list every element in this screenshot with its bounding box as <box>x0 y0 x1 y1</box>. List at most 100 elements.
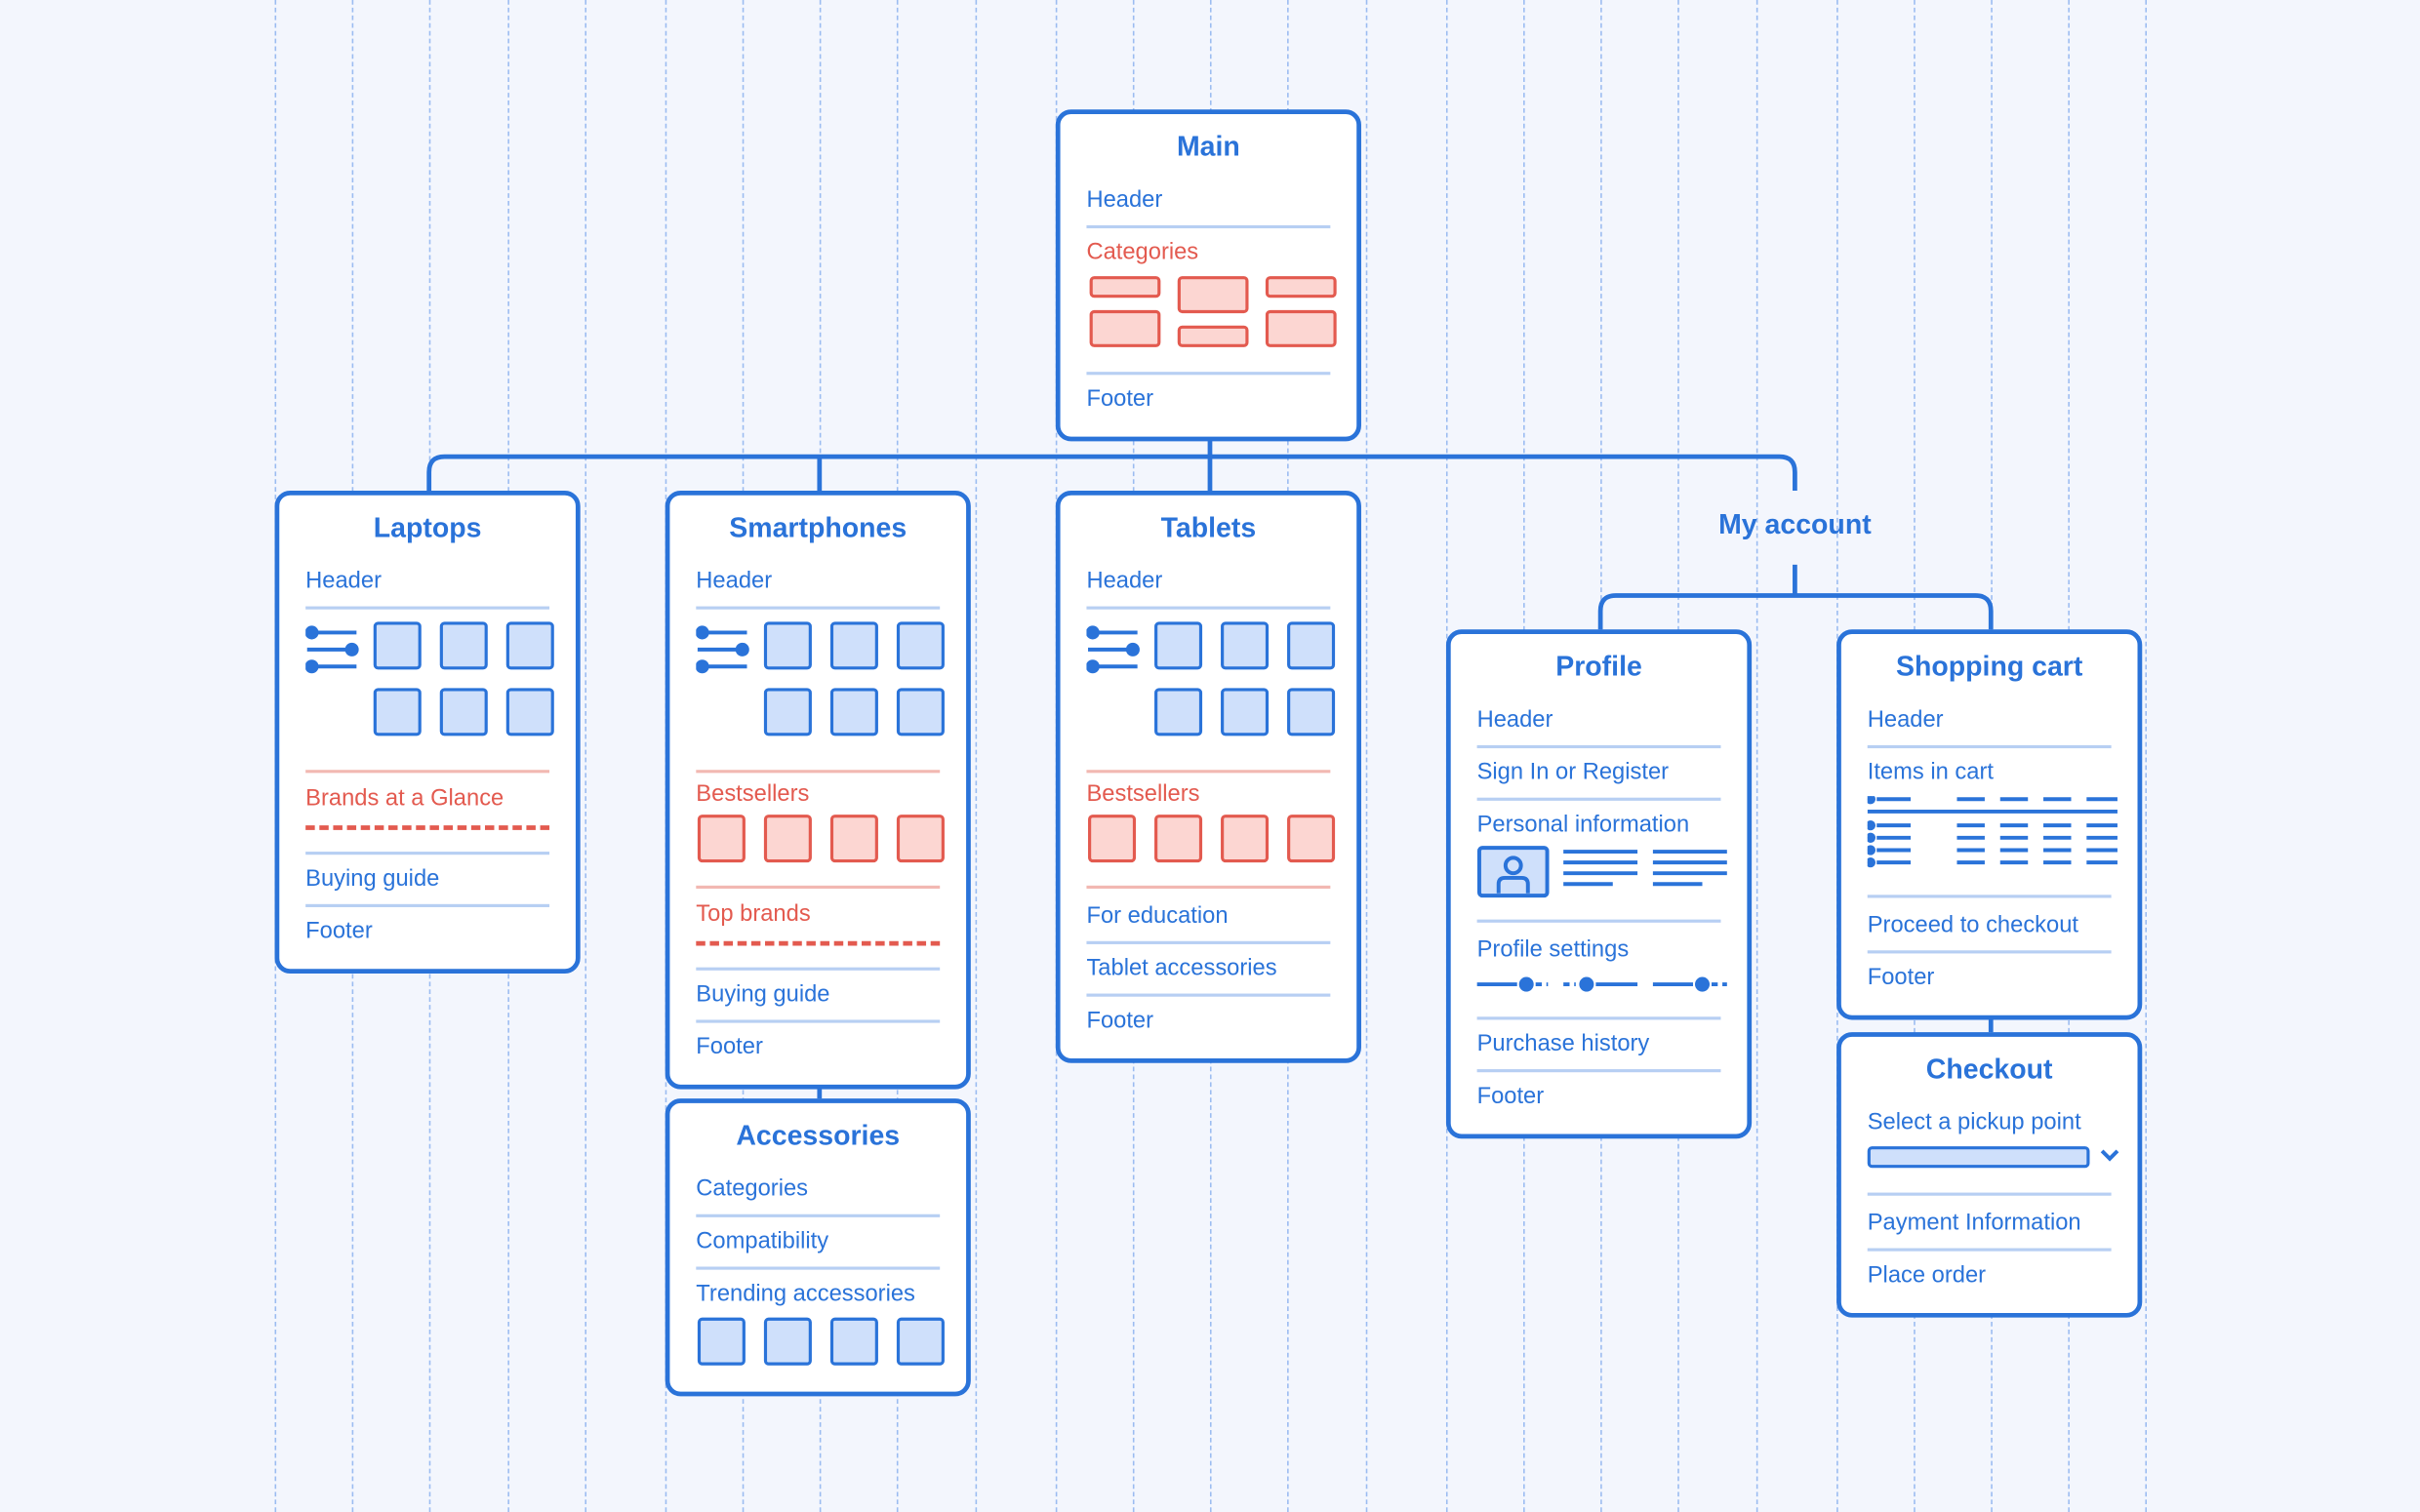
card-smartphones[interactable]: Smartphones Header Bestsellers <box>665 490 971 1090</box>
section-footer: Footer <box>696 1033 763 1060</box>
card-profile[interactable]: Profile Header Sign In or Register Perso… <box>1445 629 1753 1139</box>
card-shopping-cart[interactable]: Shopping cart Header Items in cart <box>1836 629 2143 1020</box>
card-accessories[interactable]: Accessories Categories Compatibility Tre… <box>665 1098 971 1397</box>
bestseller-tile <box>896 815 945 863</box>
section-brands: Brands at a Glance <box>305 785 504 812</box>
product-tile <box>373 688 422 736</box>
trending-tile <box>763 1317 812 1366</box>
section-compatibility: Compatibility <box>696 1217 941 1270</box>
user-avatar-icon <box>1476 846 1727 898</box>
section-header: Header <box>696 557 941 610</box>
product-tile <box>763 688 812 736</box>
section-tablet-accessories: Tablet accessories <box>1086 944 1331 997</box>
bestsellers-grid <box>696 815 945 890</box>
bestsellers-grid <box>1086 815 1336 890</box>
category-tile <box>1265 309 1337 347</box>
brands-section: Brands at a Glance <box>305 773 550 855</box>
section-payment: Payment Information <box>1867 1196 2112 1252</box>
card-main[interactable]: Main Header Categories Footer <box>1055 109 1361 442</box>
section-header: Header <box>1086 176 1331 229</box>
section-header: Header <box>305 557 550 610</box>
section-header: Header <box>1086 557 1331 610</box>
category-tile <box>1089 309 1161 347</box>
slider-icon <box>1476 976 1727 992</box>
my-account-title: My account <box>1718 508 1872 540</box>
trending-grid <box>696 1315 945 1379</box>
product-tile <box>1154 688 1203 736</box>
bestseller-tile <box>1221 815 1270 863</box>
product-grid <box>696 621 945 774</box>
card-checkout[interactable]: Checkout Select a pickup point Payment I… <box>1836 1032 2143 1318</box>
top-brands-dashes <box>696 940 941 946</box>
section-items-in-cart: Items in cart <box>1867 759 1994 786</box>
section-bestsellers: Bestsellers <box>696 780 810 808</box>
section-footer: Footer <box>305 918 373 944</box>
section-for-education: For education <box>1086 889 1331 944</box>
section-trending: Trending accessories <box>696 1280 915 1307</box>
bestseller-tile <box>829 815 878 863</box>
product-grid <box>1086 621 1336 774</box>
section-buying-guide: Buying guide <box>696 971 941 1023</box>
card-title: Laptops <box>373 512 482 543</box>
product-tile <box>763 621 812 670</box>
product-tile <box>896 621 945 670</box>
bestseller-tile <box>1154 815 1203 863</box>
filter-icon <box>696 625 749 674</box>
grid-line <box>585 0 587 1512</box>
section-top-brands: Top brands <box>696 900 811 928</box>
grid-line <box>975 0 978 1512</box>
card-title: Checkout <box>1925 1054 2053 1085</box>
product-grid <box>305 621 554 774</box>
card-title: Smartphones <box>729 512 908 543</box>
bestseller-tile <box>697 815 746 863</box>
product-tile <box>439 688 488 736</box>
section-categories: Categories <box>1086 239 1199 266</box>
section-footer: Footer <box>1867 964 1935 991</box>
card-laptops[interactable]: Laptops Header Brands at a Glance Buying… <box>274 490 581 974</box>
categories-grid <box>1086 273 1337 376</box>
product-tile <box>505 621 554 670</box>
card-title: Main <box>1176 131 1240 163</box>
card-tablets[interactable]: Tablets Header Bestsellers For ed <box>1055 490 1361 1063</box>
grid-line <box>1755 0 1758 1512</box>
section-bestsellers: Bestsellers <box>1086 780 1200 808</box>
pickup-dropdown-field <box>1867 1146 2090 1169</box>
product-tile <box>373 621 422 670</box>
product-tile <box>1287 621 1336 670</box>
section-proceed: Proceed to checkout <box>1867 897 2112 954</box>
bestseller-tile <box>1088 815 1137 863</box>
section-profile-settings: Profile settings <box>1476 936 1630 963</box>
pickup-select <box>1867 1140 2119 1196</box>
section-categories: Categories <box>696 1165 941 1217</box>
section-header: Header <box>1476 696 1721 749</box>
product-tile <box>1287 688 1336 736</box>
category-tile <box>1177 276 1249 314</box>
product-tile <box>1221 688 1270 736</box>
product-tile <box>896 688 945 736</box>
bestseller-tile <box>763 815 812 863</box>
card-title: Shopping cart <box>1895 651 2083 683</box>
top-brands-section: Top brands <box>696 889 941 971</box>
filter-icon <box>1086 625 1140 674</box>
product-tile <box>439 621 488 670</box>
bestseller-tile <box>1287 815 1336 863</box>
cart-items-table <box>1867 790 2118 898</box>
section-place-order: Place order <box>1867 1261 1987 1289</box>
card-title: Profile <box>1555 651 1642 683</box>
card-title: Tablets <box>1160 512 1257 543</box>
section-purchase-history: Purchase history <box>1476 1019 1721 1073</box>
chevron-down-icon <box>2100 1149 2119 1162</box>
connector-account-children <box>1597 593 1994 630</box>
trending-tile <box>829 1317 878 1366</box>
card-title: Accessories <box>736 1120 901 1151</box>
brands-dashes <box>305 825 550 830</box>
filter-icon <box>305 625 359 674</box>
product-tile <box>829 621 878 670</box>
section-buying-guide: Buying guide <box>305 855 550 907</box>
section-footer: Footer <box>1476 1083 1545 1110</box>
grid-line <box>2145 0 2148 1512</box>
list-icon <box>1867 796 2118 868</box>
product-tile <box>829 688 878 736</box>
connector-level-1 <box>426 454 1797 491</box>
